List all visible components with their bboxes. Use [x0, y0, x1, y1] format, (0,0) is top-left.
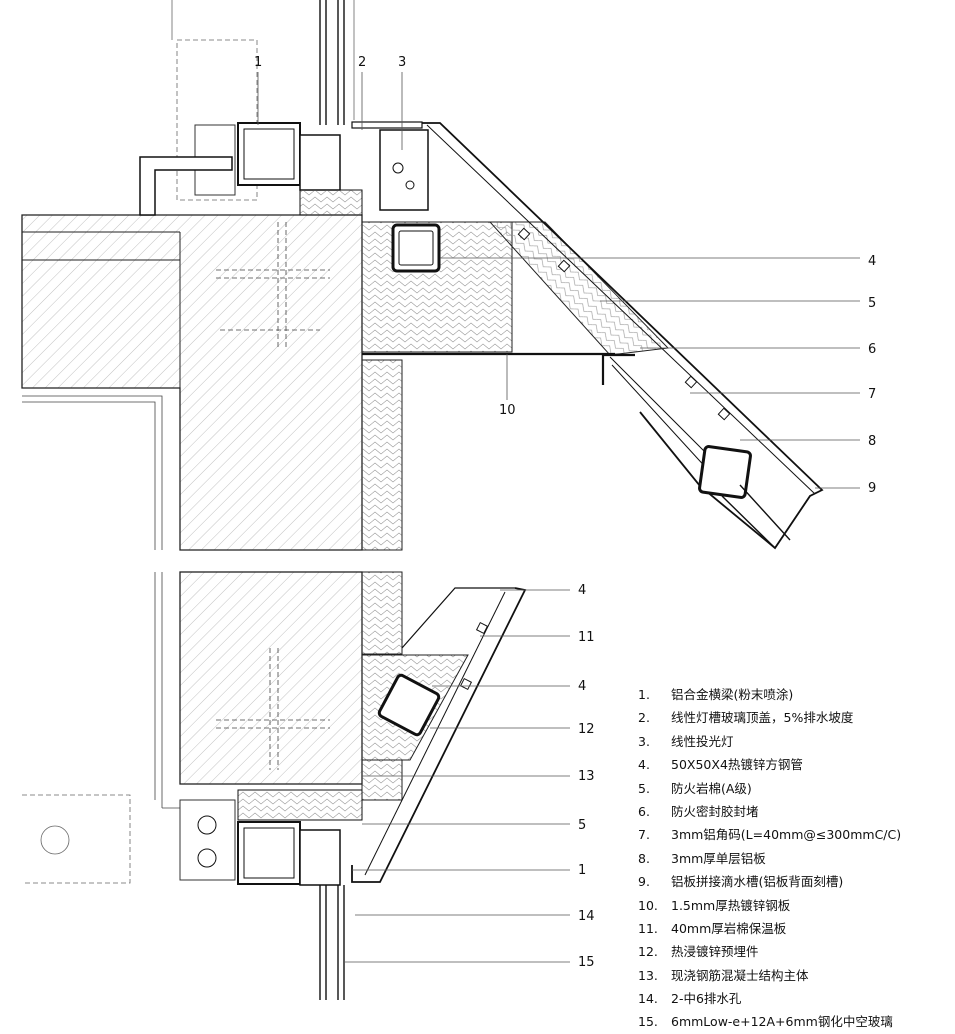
legend-item: 4. 50X50X4热镀锌方钢管 — [638, 753, 948, 776]
legend-item: 10. 1.5mm厚热镀锌钢板 — [638, 894, 948, 917]
callout-top-6: 6 — [868, 342, 877, 357]
legend-text: 防火岩棉(A级) — [671, 780, 752, 796]
callout-bottom-5: 5 — [578, 818, 587, 833]
callout-bottom-12: 12 — [578, 722, 595, 737]
bottom-detail — [22, 571, 527, 1000]
callout-top-3: 3 — [398, 55, 407, 70]
legend-item: 14. 2-中6排水孔 — [638, 987, 948, 1010]
legend-text: 线性灯槽玻璃顶盖，5%排水坡度 — [671, 710, 854, 726]
legend-item: 11. 40mm厚岩棉保温板 — [638, 917, 948, 940]
legend-num: 11. — [638, 920, 658, 936]
callout-top-5: 5 — [868, 296, 877, 311]
legend-num: 12. — [638, 944, 658, 960]
top-detail — [21, 0, 824, 551]
legend-text: 铝合金横梁(粉末喷涂) — [671, 687, 794, 702]
legend-num: 7. — [638, 827, 650, 843]
legend-num: 4. — [638, 757, 650, 773]
legend-item: 9. 铝板拼接滴水槽(铝板背面刻槽) — [638, 870, 948, 893]
callout-bottom-1: 1 — [578, 863, 587, 878]
callout-bottom-11: 11 — [578, 630, 595, 645]
leader-lines — [257, 72, 860, 963]
legend-item: 2. 线性灯槽玻璃顶盖，5%排水坡度 — [638, 706, 948, 729]
legend-num: 14. — [638, 991, 658, 1007]
callout-bottom-15: 15 — [578, 955, 595, 970]
legend-text: 3mm厚单层铝板 — [671, 850, 766, 866]
legend-item: 1. 铝合金横梁(粉末喷涂) — [638, 683, 948, 706]
callout-bottom-4b: 4 — [578, 679, 587, 694]
legend-num: 6. — [638, 803, 650, 819]
legend-item: 7. 3mm铝角码(L=40mm@≤300mmC/C) — [638, 823, 948, 846]
legend-text: 线性投光灯 — [671, 733, 734, 749]
callout-top-10: 10 — [499, 403, 516, 418]
legend-num: 8. — [638, 850, 650, 866]
concrete-slab-bottom — [179, 571, 363, 785]
callout-bottom-14: 14 — [578, 909, 595, 924]
legend-text: 3mm铝角码(L=40mm@≤300mmC/C) — [671, 827, 902, 843]
callout-bottom-4a: 4 — [578, 583, 587, 598]
legend-text: 2-中6排水孔 — [671, 991, 742, 1007]
steel-tube-lower — [698, 445, 752, 499]
legend-text: 6mmLow-e+12A+6mm钢化中空玻璃 — [671, 1014, 893, 1030]
legend-item: 5. 防火岩棉(A级) — [638, 777, 948, 800]
steel-tube-bottom — [377, 673, 441, 737]
legend-num: 2. — [638, 710, 650, 726]
legend-text: 铝板拼接滴水槽(铝板背面刻槽) — [671, 874, 844, 890]
legend-num: 15. — [638, 1014, 658, 1030]
concrete-slab-top — [21, 214, 363, 551]
section-detail-drawing — [21, 0, 860, 1000]
legend-text: 40mm厚岩棉保温板 — [671, 920, 787, 936]
legend-item: 13. 现浇钢筋混凝士结构主体 — [638, 964, 948, 987]
legend-num: 5. — [638, 780, 650, 796]
legend-num: 10. — [638, 897, 658, 913]
legend-item: 12. 热浸镀锌预埋件 — [638, 940, 948, 963]
legend-text: 防火密封胶封堵 — [671, 803, 759, 819]
legend-item: 15. 6mmLow-e+12A+6mm钢化中空玻璃 — [638, 1010, 948, 1033]
legend-item: 3. 线性投光灯 — [638, 730, 948, 753]
legend-text: 热浸镀锌预埋件 — [671, 944, 759, 960]
legend: 1.铝合金横梁(粉末喷涂) 2.线性灯槽玻璃顶盖，5%排水坡度 3.线性投光灯 … — [638, 683, 948, 1034]
legend-num: 1. — [638, 687, 650, 702]
steel-tube-top — [391, 223, 441, 273]
callout-top-1: 1 — [254, 55, 263, 70]
callout-top-4: 4 — [868, 254, 877, 269]
callout-top-8: 8 — [868, 434, 877, 449]
legend-item: 8. 3mm厚单层铝板 — [638, 847, 948, 870]
legend-num: 13. — [638, 967, 658, 983]
legend-text: 1.5mm厚热镀锌钢板 — [671, 897, 791, 913]
soffit-insulation — [361, 359, 403, 551]
callout-bottom-13: 13 — [578, 769, 595, 784]
legend-text: 现浇钢筋混凝士结构主体 — [671, 967, 809, 983]
legend-num: 3. — [638, 733, 650, 749]
diagonal-insulation — [488, 221, 670, 356]
mullion-frame-top — [139, 39, 429, 216]
mullion-frame-bottom — [22, 789, 363, 886]
legend-num: 9. — [638, 874, 650, 890]
callout-top-2: 2 — [358, 55, 367, 70]
legend-item: 6. 防火密封胶封堵 — [638, 800, 948, 823]
callout-top-7: 7 — [868, 387, 877, 402]
callout-top-9: 9 — [868, 481, 877, 496]
aluminum-panel-bottom — [351, 587, 527, 883]
legend-text: 50X50X4热镀锌方钢管 — [671, 757, 803, 773]
